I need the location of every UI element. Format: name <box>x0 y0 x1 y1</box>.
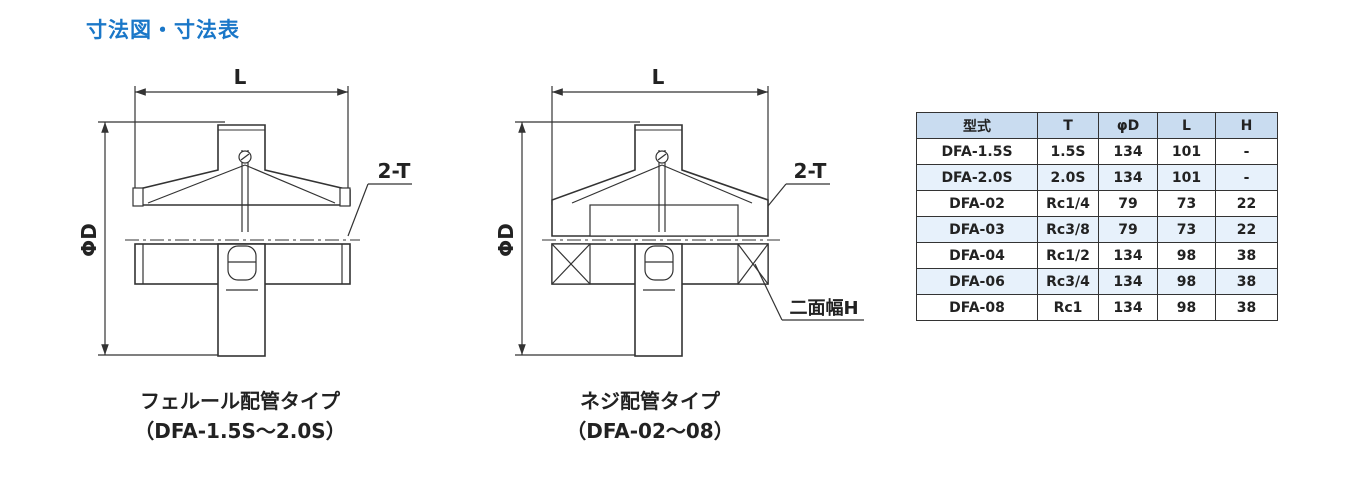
header-model: 型式 <box>916 112 1038 139</box>
ferrule-type-caption: フェルール配管タイプ （DFA-1.5S～2.0S） <box>100 386 380 446</box>
dimension-table: 型式 T φD L H DFA-1.5S 1.5S 134 101 - DFA-… <box>916 112 1278 321</box>
cell-length: 98 <box>1157 242 1216 269</box>
cell-length: 98 <box>1157 268 1216 295</box>
table-row: DFA-03 Rc3/8 79 73 22 <box>916 216 1278 243</box>
cell-t: 1.5S <box>1037 138 1099 165</box>
cell-diameter: 79 <box>1098 216 1158 243</box>
cell-h: - <box>1215 138 1278 165</box>
cell-h: 22 <box>1215 190 1278 217</box>
table-row: DFA-02 Rc1/4 79 73 22 <box>916 190 1278 217</box>
cell-diameter: 134 <box>1098 268 1158 295</box>
cell-model: DFA-03 <box>916 216 1038 243</box>
table-row: DFA-04 Rc1/2 134 98 38 <box>916 242 1278 269</box>
header-t: T <box>1037 112 1099 139</box>
cell-t: 2.0S <box>1037 164 1099 191</box>
cell-h: 38 <box>1215 242 1278 269</box>
cell-diameter: 134 <box>1098 164 1158 191</box>
cell-t: Rc1/2 <box>1037 242 1099 269</box>
cell-t: Rc1/4 <box>1037 190 1099 217</box>
dim-diameter-label: ΦD <box>494 223 518 257</box>
dim-length-label: L <box>234 65 247 89</box>
thread-type-caption: ネジ配管タイプ （DFA-02～08） <box>530 386 770 446</box>
header-diameter: φD <box>1098 112 1158 139</box>
cell-diameter: 134 <box>1098 294 1158 321</box>
port-label: 2-T <box>794 159 827 183</box>
cell-diameter: 79 <box>1098 190 1158 217</box>
caption-line1: フェルール配管タイプ <box>140 389 340 413</box>
dim-diameter-label: ΦD <box>77 223 101 257</box>
table-row: DFA-08 Rc1 134 98 38 <box>916 294 1278 321</box>
cell-length: 101 <box>1157 164 1216 191</box>
cell-h: 38 <box>1215 268 1278 295</box>
table-header-row: 型式 T φD L H <box>916 112 1278 139</box>
cell-model: DFA-2.0S <box>916 164 1038 191</box>
cell-h: 22 <box>1215 216 1278 243</box>
cell-length: 73 <box>1157 216 1216 243</box>
header-h: H <box>1215 112 1278 139</box>
port-label: 2-T <box>378 159 411 183</box>
flats-label: 二面幅H <box>789 297 858 319</box>
thread-type-drawing <box>515 86 864 357</box>
page-title: 寸法図・寸法表 <box>86 18 240 42</box>
cell-model: DFA-08 <box>916 294 1038 321</box>
cell-length: 98 <box>1157 294 1216 321</box>
caption-line2: （DFA-1.5S～2.0S） <box>134 419 346 443</box>
table-row: DFA-06 Rc3/4 134 98 38 <box>916 268 1278 295</box>
cell-t: Rc3/8 <box>1037 216 1099 243</box>
cell-length: 101 <box>1157 138 1216 165</box>
caption-line2: （DFA-02～08） <box>566 419 734 443</box>
cell-model: DFA-04 <box>916 242 1038 269</box>
cell-h: 38 <box>1215 294 1278 321</box>
cell-diameter: 134 <box>1098 138 1158 165</box>
cell-h: - <box>1215 164 1278 191</box>
table-row: DFA-2.0S 2.0S 134 101 - <box>916 164 1278 191</box>
cell-model: DFA-1.5S <box>916 138 1038 165</box>
cell-t: Rc3/4 <box>1037 268 1099 295</box>
cell-model: DFA-02 <box>916 190 1038 217</box>
cell-diameter: 134 <box>1098 242 1158 269</box>
header-length: L <box>1157 112 1216 139</box>
ferrule-type-drawing <box>98 86 412 357</box>
table-row: DFA-1.5S 1.5S 134 101 - <box>916 138 1278 165</box>
cell-model: DFA-06 <box>916 268 1038 295</box>
cell-length: 73 <box>1157 190 1216 217</box>
cell-t: Rc1 <box>1037 294 1099 321</box>
caption-line1: ネジ配管タイプ <box>580 389 720 413</box>
dim-length-label: L <box>652 65 665 89</box>
